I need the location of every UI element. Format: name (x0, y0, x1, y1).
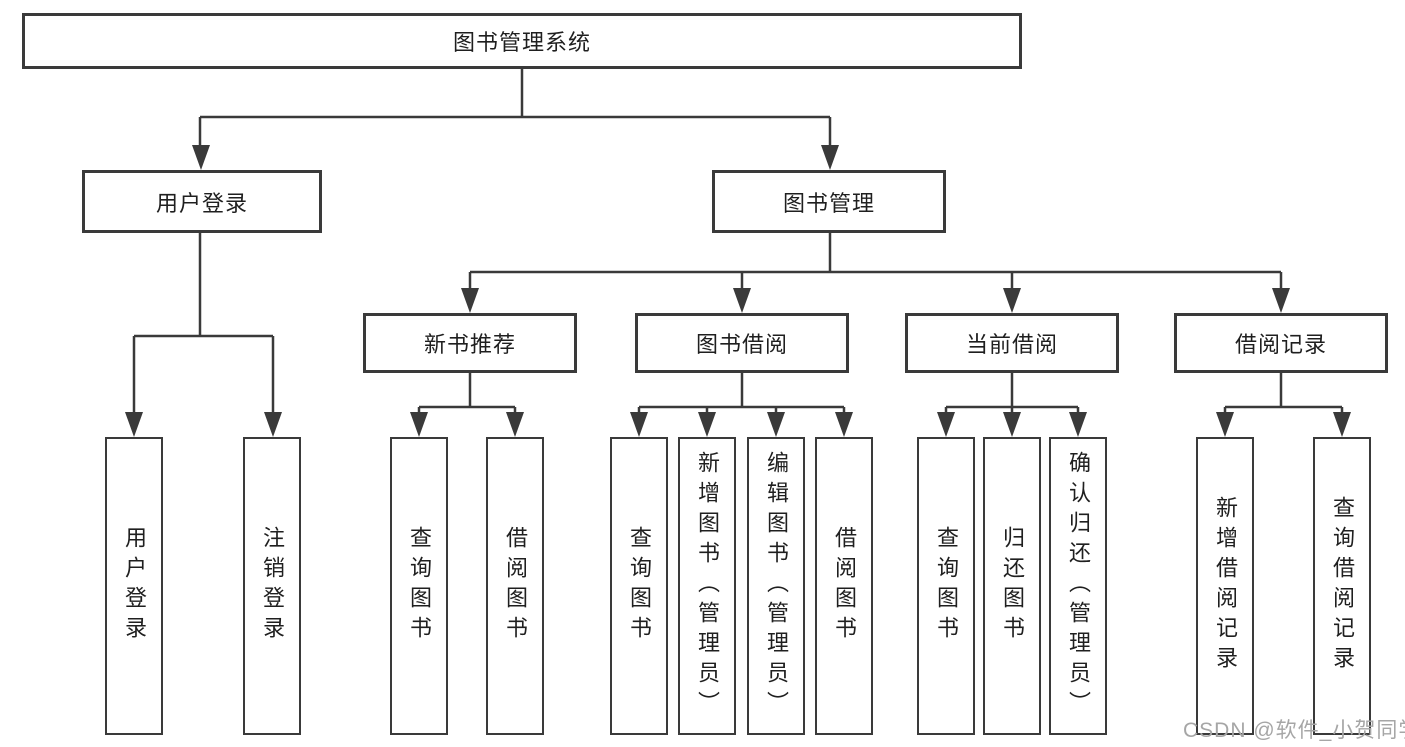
leaf-label: 用户登录 (122, 526, 147, 646)
leaf-label: 借阅图书 (832, 526, 857, 646)
leaf-label: 新增图书（管理员） (695, 451, 720, 721)
node-label: 新书推荐 (423, 332, 516, 357)
node-user-login-branch: 用户登录 (82, 170, 322, 233)
arrowheads (125, 145, 1351, 437)
node-new-book-recommend: 新书推荐 (363, 313, 577, 373)
watermark: CSDN @软件_小贺同学 (1183, 719, 1405, 742)
leaf-label: 编辑图书（管理员） (764, 451, 789, 721)
leaf-label: 归还图书 (1000, 526, 1025, 646)
leaf-label: 查询图书 (934, 526, 959, 646)
node-borrow-records: 借阅记录 (1174, 313, 1388, 373)
node-book-borrow: 图书借阅 (635, 313, 849, 373)
leaf-query-books-borrow: 查询图书 (610, 437, 668, 735)
node-root-label: 图书管理系统 (452, 30, 591, 55)
leaf-label: 注销登录 (260, 526, 285, 646)
node-root: 图书管理系统 (22, 13, 1022, 69)
node-label: 借阅记录 (1234, 332, 1327, 357)
leaf-label: 查询图书 (627, 526, 652, 646)
leaf-edit-book-admin: 编辑图书（管理员） (747, 437, 805, 735)
connector-path (132, 69, 1344, 413)
leaf-label: 确认归还（管理员） (1066, 451, 1091, 721)
leaf-label: 新增借阅记录 (1213, 496, 1238, 676)
node-current-borrow: 当前借阅 (905, 313, 1119, 373)
leaf-label: 借阅图书 (503, 526, 528, 646)
node-label: 图书管理 (782, 190, 875, 216)
leaf-label: 查询图书 (407, 526, 432, 646)
leaf-query-books-current: 查询图书 (917, 437, 975, 735)
leaf-query-books-recommend: 查询图书 (390, 437, 448, 735)
leaf-borrow-books-recommend: 借阅图书 (486, 437, 544, 735)
leaf-add-borrow-record: 新增借阅记录 (1196, 437, 1254, 735)
leaf-borrow-books: 借阅图书 (815, 437, 873, 735)
leaf-query-borrow-record: 查询借阅记录 (1313, 437, 1371, 735)
leaf-add-book-admin: 新增图书（管理员） (678, 437, 736, 735)
leaf-confirm-return-admin: 确认归还（管理员） (1049, 437, 1107, 735)
leaf-logout: 注销登录 (243, 437, 301, 735)
leaf-label: 查询借阅记录 (1330, 496, 1355, 676)
node-book-management-branch: 图书管理 (712, 170, 946, 233)
node-label: 用户登录 (155, 190, 248, 216)
node-label: 图书借阅 (695, 332, 788, 357)
node-label: 当前借阅 (965, 332, 1058, 357)
leaf-user-login: 用户登录 (105, 437, 163, 735)
leaf-return-book: 归还图书 (983, 437, 1041, 735)
